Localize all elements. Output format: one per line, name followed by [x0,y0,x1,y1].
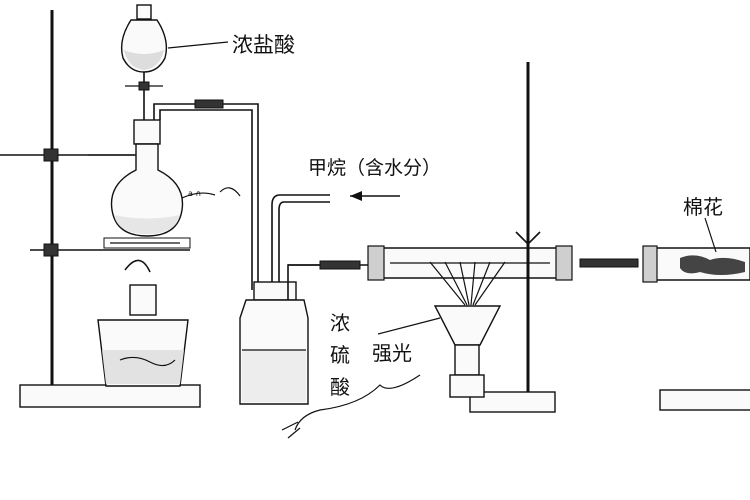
lamp-neck [129,284,157,316]
far-right-base [659,389,750,411]
tube-right-stopper [555,245,573,281]
rubber-connector-3 [579,258,639,268]
stopcock-knob [138,81,150,91]
reaction-tube [367,245,573,281]
label-hcl: 浓盐酸 [232,33,295,57]
right-stand-base [469,391,556,413]
wash-bottle [239,264,320,405]
left-iron-stand [0,10,201,408]
label-light: 强光 [372,341,412,365]
connection-to-tube [288,260,380,270]
rubber-connector-2 [319,260,361,270]
alcohol-lamp-setup [97,259,189,387]
bath-liquid [102,350,184,384]
lamp-reflector [433,305,502,346]
tube-flask-to-bottle-inner [159,109,253,290]
bath-detail [119,356,176,367]
delivery-tubing [153,99,259,290]
upper-clamp-boss [43,148,59,162]
ring-clamp-boss [43,243,59,257]
strong-light-lamp [281,261,506,439]
methane-arrow-head [350,191,362,201]
funnel-stopper [136,4,152,20]
svg-text:a ∩: a ∩ [188,189,201,198]
hcl-pointer [167,41,229,49]
lamp-neck-2 [454,344,480,376]
cotton-plug [680,255,745,275]
rubber-connector-1 [194,99,224,109]
power-cord [294,374,421,431]
bottle-liquid [242,350,306,402]
label-h2so4-1: 浓 [330,311,350,335]
cotton-pointer [704,217,717,253]
label-cotton: 棉花 [683,195,723,219]
bottle-stopper [253,281,297,301]
flame [124,259,151,273]
reaction-flask: a ∩ [88,119,241,237]
funnel-liquid [124,50,164,70]
flask-liquid [114,215,180,234]
methane-tube-inner [278,201,330,372]
label-h2so4-2: 硫 [330,343,350,367]
label-methane: 甲烷（含水分） [308,157,441,179]
tube-left-stopper [367,245,385,281]
light-rays [429,261,506,306]
flask-neck-stopper [133,119,161,145]
cotton-tube [579,217,750,411]
right-iron-stand [469,62,556,413]
lamp-base [449,374,485,398]
wire-gauze [103,237,191,249]
flask-pointer [181,187,241,199]
label-h2so4-3: 酸 [330,375,350,399]
left-stand-base [19,384,201,408]
methane-tube-outer [271,194,330,372]
methane-inlet [271,191,400,372]
separatory-funnel [120,4,168,140]
cotton-tube-stopper [642,245,658,283]
light-pointer [377,317,441,335]
flask-body [110,143,184,237]
plug [281,421,301,439]
